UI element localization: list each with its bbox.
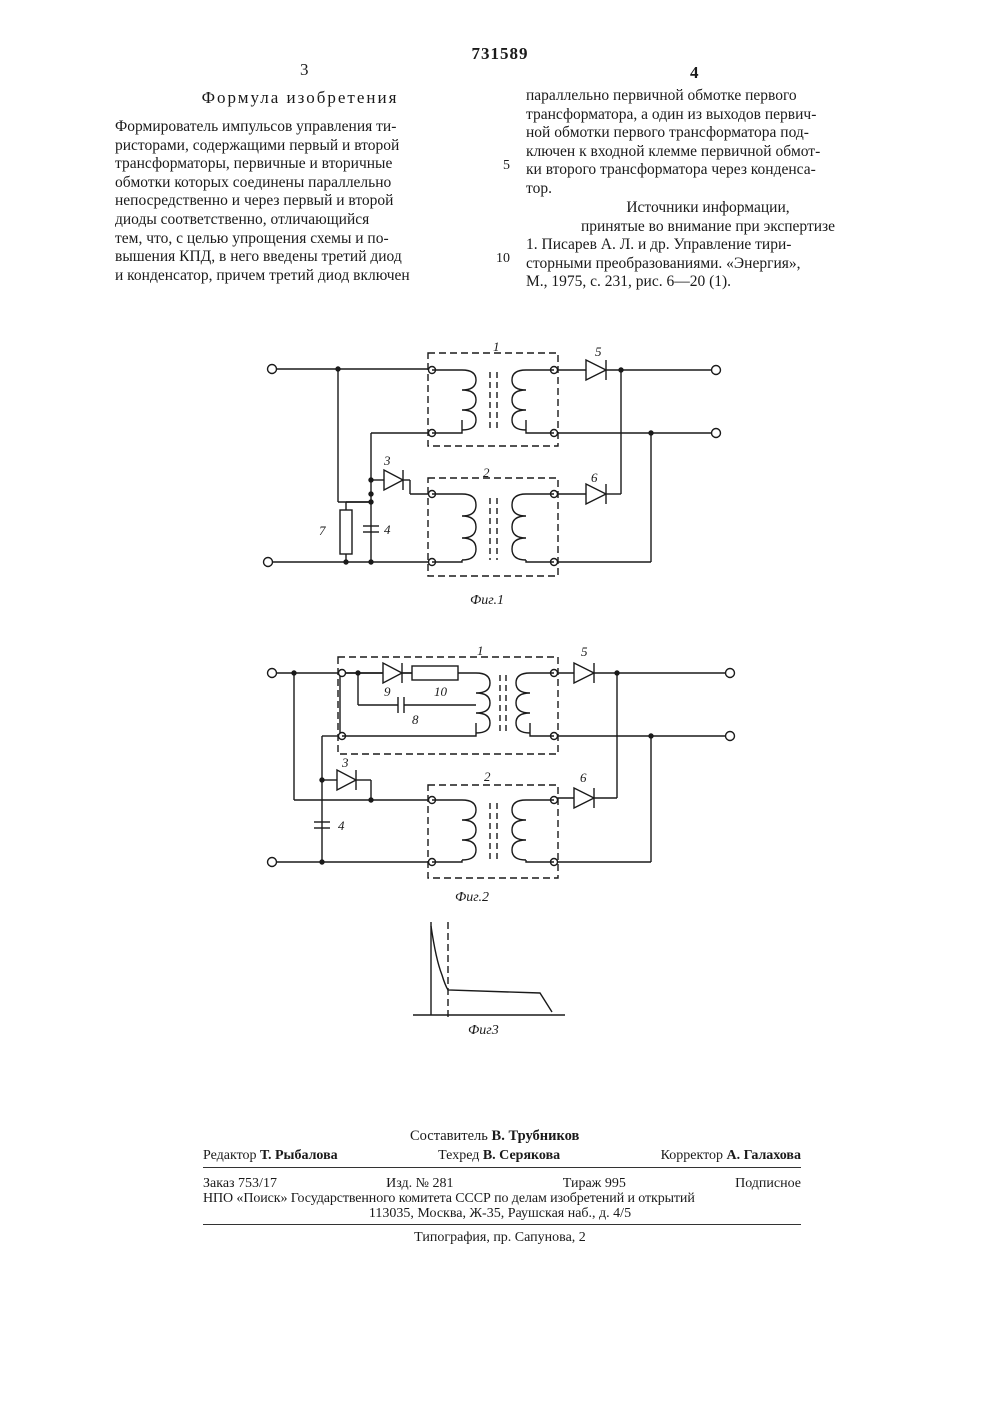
fig1-label-t1: 1 — [493, 339, 500, 354]
fig2-caption: Фиг.2 — [455, 890, 489, 905]
fig2-label-d3: 3 — [341, 755, 349, 770]
fig2-label-c4: 4 — [338, 818, 345, 833]
corrector-label: Корректор — [661, 1148, 723, 1163]
compiler-label: Составитель — [410, 1128, 488, 1144]
techred: Техред В. Серякова — [438, 1148, 560, 1164]
fig1-label-r7: 7 — [319, 523, 326, 538]
publication-row: Заказ 753/17 Изд. № 281 Тираж 995 Подпис… — [203, 1176, 801, 1192]
fig1-label-t2: 2 — [483, 465, 490, 480]
footer-divider — [203, 1224, 801, 1225]
footer-divider — [203, 1167, 801, 1168]
fig2-label-d6: 6 — [580, 770, 587, 785]
fig1-label-d6: 6 — [591, 470, 598, 485]
fig2-label-r10: 10 — [434, 684, 448, 699]
fig2-label-d9: 9 — [384, 684, 391, 699]
editor: Редактор Т. Рыбалова — [203, 1148, 338, 1164]
editor-name: Т. Рыбалова — [260, 1148, 338, 1163]
fig1-label-d5: 5 — [595, 344, 602, 359]
techred-name: В. Серякова — [483, 1148, 560, 1163]
publisher-address: 113035, Москва, Ж-35, Раушская наб., д. … — [0, 1206, 1000, 1222]
issue-number: Изд. № 281 — [386, 1176, 453, 1192]
fig2-label-c8: 8 — [412, 712, 419, 727]
fig1-label-d3: 3 — [383, 453, 391, 468]
input-terminal-top — [268, 365, 277, 374]
figure-2-circuit — [268, 657, 735, 878]
fig3-caption: Фиг3 — [468, 1023, 499, 1038]
figure-3-waveform — [413, 922, 565, 1018]
corrector: Корректор А. Галахова — [661, 1148, 801, 1164]
fig1-caption: Фиг.1 — [470, 593, 504, 608]
subscription: Подписное — [735, 1176, 801, 1192]
publisher: НПО «Поиск» Государственного комитета СС… — [203, 1191, 801, 1207]
circulation: Тираж 995 — [563, 1176, 626, 1192]
fig1-label-c4: 4 — [384, 522, 391, 537]
fig2-label-t2: 2 — [484, 769, 491, 784]
printer: Типография, пр. Сапунова, 2 — [0, 1230, 1000, 1246]
compiler-line: Составитель В. Трубников — [410, 1128, 579, 1145]
fig2-label-d5: 5 — [581, 644, 588, 659]
compiler-name: В. Трубников — [492, 1128, 580, 1144]
input-terminal-bottom — [264, 558, 273, 567]
editor-label: Редактор — [203, 1148, 257, 1163]
corrector-name: А. Галахова — [727, 1148, 801, 1163]
figure-1-circuit — [264, 353, 721, 576]
techred-label: Техред — [438, 1148, 479, 1163]
order-number: Заказ 753/17 — [203, 1176, 277, 1192]
fig2-label-t1: 1 — [477, 643, 484, 658]
staff-row: Редактор Т. Рыбалова Техред В. Серякова … — [203, 1148, 801, 1164]
